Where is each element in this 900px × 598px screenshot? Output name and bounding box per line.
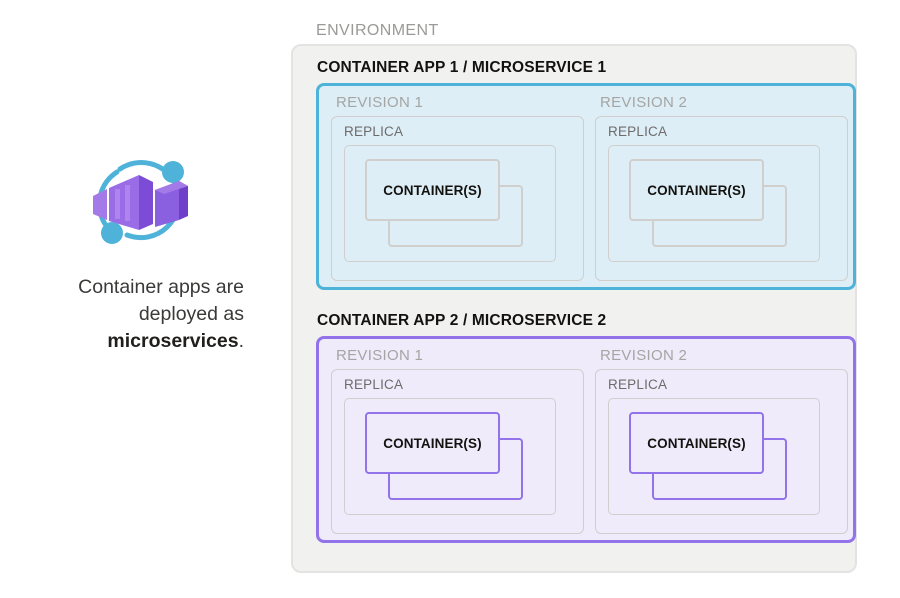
container-box-front: CONTAINER(S) xyxy=(629,412,764,474)
app1-revision-1-container-label: CONTAINER(S) xyxy=(383,182,482,198)
caption-period: . xyxy=(238,330,244,352)
caption-text: Container apps are deployed as microserv… xyxy=(0,274,244,355)
app1-revision-1-replica-label: REPLICA xyxy=(344,124,404,139)
environment-box: CONTAINER APP 1 / MICROSERVICE 1 REVISIO… xyxy=(291,44,857,573)
app2-revision-1-container-region: CONTAINER(S) xyxy=(344,398,556,515)
app2-revision-2: REVISION 2 REPLICA CONTAINER(S) xyxy=(595,347,848,534)
app2-revision-2-replica: REPLICA CONTAINER(S) xyxy=(595,369,848,534)
container-box-front: CONTAINER(S) xyxy=(365,159,500,221)
app1-revision-2-replica: REPLICA CONTAINER(S) xyxy=(595,116,848,281)
app2-revision-2-label: REVISION 2 xyxy=(600,347,688,364)
environment-label: ENVIRONMENT xyxy=(316,22,439,39)
caption-line-2: deployed as xyxy=(138,303,244,325)
app1-revision-2: REVISION 2 REPLICA CONTAINER(S) xyxy=(595,94,848,281)
container-app-1-title: CONTAINER APP 1 / MICROSERVICE 1 xyxy=(317,59,607,76)
app2-revision-2-replica-label: REPLICA xyxy=(608,377,668,392)
app1-revision-1-container-stack: CONTAINER(S) xyxy=(365,159,523,247)
azure-container-apps-icon xyxy=(93,160,188,244)
app2-revision-2-container-stack: CONTAINER(S) xyxy=(629,412,787,500)
app2-revision-1-container-label: CONTAINER(S) xyxy=(383,435,482,451)
caption-line-1: Container apps are xyxy=(78,276,244,298)
container-app-1-box: REVISION 1 REPLICA CONTAINER(S) REVISION xyxy=(316,83,856,290)
app1-revision-1-container-region: CONTAINER(S) xyxy=(344,145,556,262)
container-app-group-2: CONTAINER APP 2 / MICROSERVICE 2 REVISIO… xyxy=(316,312,856,543)
app2-revision-1-replica: REPLICA CONTAINER(S) xyxy=(331,369,584,534)
app1-revision-1-label: REVISION 1 xyxy=(336,94,424,111)
caption-panel: Container apps are deployed as microserv… xyxy=(0,0,282,598)
caption-emphasis: microservices xyxy=(107,330,239,352)
container-box-front: CONTAINER(S) xyxy=(629,159,764,221)
app1-revision-2-replica-label: REPLICA xyxy=(608,124,668,139)
app2-revision-1: REVISION 1 REPLICA CONTAINER(S) xyxy=(331,347,584,534)
container-app-2-title: CONTAINER APP 2 / MICROSERVICE 2 xyxy=(317,312,607,329)
app1-revision-2-container-label: CONTAINER(S) xyxy=(647,182,746,198)
app1-revision-2-label: REVISION 2 xyxy=(600,94,688,111)
app1-revision-1: REVISION 1 REPLICA CONTAINER(S) xyxy=(331,94,584,281)
app1-revision-2-container-region: CONTAINER(S) xyxy=(608,145,820,262)
container-box-front: CONTAINER(S) xyxy=(365,412,500,474)
app2-revision-1-replica-label: REPLICA xyxy=(344,377,404,392)
app1-revision-2-container-stack: CONTAINER(S) xyxy=(629,159,787,247)
app2-revision-2-container-label: CONTAINER(S) xyxy=(647,435,746,451)
container-app-group-1: CONTAINER APP 1 / MICROSERVICE 1 REVISIO… xyxy=(316,59,856,290)
container-app-2-box: REVISION 1 REPLICA CONTAINER(S) REVISION xyxy=(316,336,856,543)
app2-revision-1-label: REVISION 1 xyxy=(336,347,424,364)
app2-revision-1-container-stack: CONTAINER(S) xyxy=(365,412,523,500)
app1-revision-1-replica: REPLICA CONTAINER(S) xyxy=(331,116,584,281)
app2-revision-2-container-region: CONTAINER(S) xyxy=(608,398,820,515)
